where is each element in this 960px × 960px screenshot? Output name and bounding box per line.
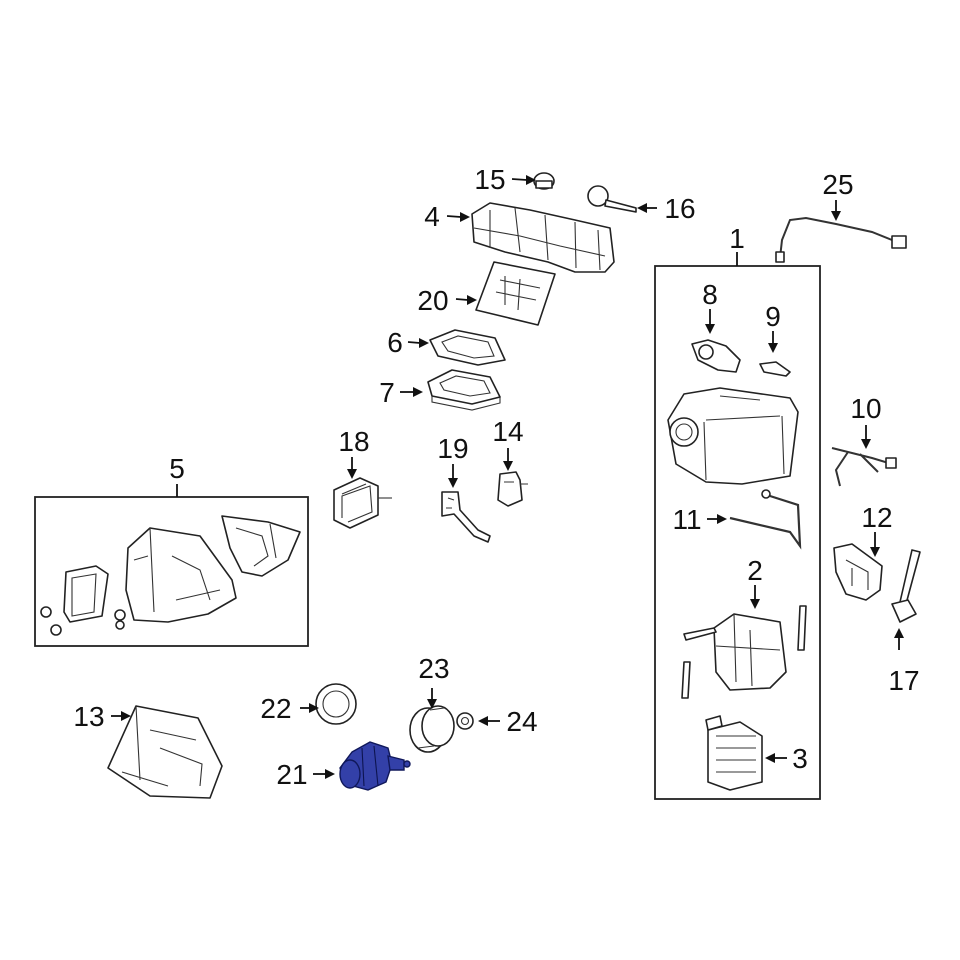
callout-19: 19 bbox=[437, 433, 468, 464]
callout-22: 22 bbox=[260, 693, 291, 724]
part-3-core[interactable] bbox=[705, 715, 763, 791]
callout-23: 23 bbox=[418, 653, 449, 684]
callout-7: 7 bbox=[379, 377, 395, 408]
callout-20: 20 bbox=[417, 285, 448, 316]
leader-arrow-11 bbox=[707, 514, 727, 524]
callout-4: 4 bbox=[424, 201, 440, 232]
leader-arrow-20 bbox=[455, 295, 477, 305]
part-11-cable[interactable] bbox=[729, 489, 802, 550]
callout-16: 16 bbox=[664, 193, 695, 224]
part-15-plug[interactable] bbox=[533, 172, 555, 190]
callout-24: 24 bbox=[506, 706, 537, 737]
leader-arrow-23 bbox=[427, 688, 437, 709]
part-7-seal[interactable] bbox=[427, 369, 501, 411]
callout-10: 10 bbox=[850, 393, 881, 424]
leader-arrow-18 bbox=[347, 457, 357, 479]
group-frame-5 bbox=[34, 496, 309, 647]
part-19-bracket[interactable] bbox=[441, 491, 491, 543]
leader-arrow-6 bbox=[407, 338, 429, 348]
leader-arrow-13 bbox=[111, 711, 131, 721]
leader-arrow-12 bbox=[870, 532, 880, 557]
part-1-hvac-housing[interactable] bbox=[667, 387, 799, 485]
part-25-harness[interactable] bbox=[775, 216, 907, 263]
part-5-assembly[interactable] bbox=[40, 515, 301, 636]
callout-9: 9 bbox=[765, 301, 781, 332]
part-10-harness[interactable] bbox=[831, 447, 897, 487]
part-4-duct[interactable] bbox=[471, 202, 615, 273]
part-2-evaporator-case[interactable] bbox=[681, 605, 807, 699]
callout-12: 12 bbox=[861, 502, 892, 533]
leader-arrow-22 bbox=[300, 703, 319, 713]
leader-arrow-14 bbox=[503, 448, 513, 471]
leader-arrow-25 bbox=[831, 200, 841, 221]
part-17-sensor[interactable] bbox=[891, 549, 921, 623]
part-23-blower-wheel[interactable] bbox=[409, 705, 455, 753]
callout-6: 6 bbox=[387, 327, 403, 358]
part-9-clip[interactable] bbox=[759, 361, 791, 377]
leader-arrow-2 bbox=[750, 585, 760, 609]
part-6-seal[interactable] bbox=[429, 329, 506, 366]
part-20-filter[interactable] bbox=[475, 261, 556, 326]
part-21-blower-motor[interactable] bbox=[339, 741, 411, 791]
part-18-module[interactable] bbox=[333, 477, 392, 529]
callout-1: 1 bbox=[729, 223, 745, 254]
leader-arrow-19 bbox=[448, 464, 458, 488]
callout-3: 3 bbox=[792, 743, 808, 774]
leader-arrow-10 bbox=[861, 425, 871, 449]
leader-arrow-24 bbox=[478, 716, 500, 726]
callout-2: 2 bbox=[747, 555, 763, 586]
callout-15: 15 bbox=[474, 164, 505, 195]
part-24-nut[interactable] bbox=[456, 712, 474, 730]
callout-14: 14 bbox=[492, 416, 523, 447]
part-16-pin[interactable] bbox=[587, 185, 637, 213]
leader-arrow-9 bbox=[768, 331, 778, 353]
leader-arrow-4 bbox=[446, 212, 470, 222]
leader-arrow-15 bbox=[511, 175, 536, 185]
callout-17: 17 bbox=[888, 665, 919, 696]
part-22-gasket[interactable] bbox=[315, 683, 357, 725]
callout-11: 11 bbox=[672, 504, 701, 535]
callout-18: 18 bbox=[338, 426, 369, 457]
leader-arrow-17 bbox=[894, 628, 904, 650]
leader-arrow-8 bbox=[705, 309, 715, 334]
callout-13: 13 bbox=[73, 701, 104, 732]
callout-8: 8 bbox=[702, 279, 718, 310]
leader-arrow-3 bbox=[765, 753, 787, 763]
callout-5: 5 bbox=[169, 453, 185, 484]
part-13-lower-housing[interactable] bbox=[107, 705, 223, 799]
part-8-actuator[interactable] bbox=[691, 339, 741, 373]
part-12-cover[interactable] bbox=[833, 543, 883, 601]
leader-arrow-16 bbox=[637, 203, 657, 213]
part-14-sensor[interactable] bbox=[497, 471, 528, 507]
callout-25: 25 bbox=[822, 169, 853, 200]
leader-arrow-21 bbox=[313, 769, 335, 779]
callout-21: 21 bbox=[276, 759, 307, 790]
leader-arrow-7 bbox=[400, 387, 423, 397]
